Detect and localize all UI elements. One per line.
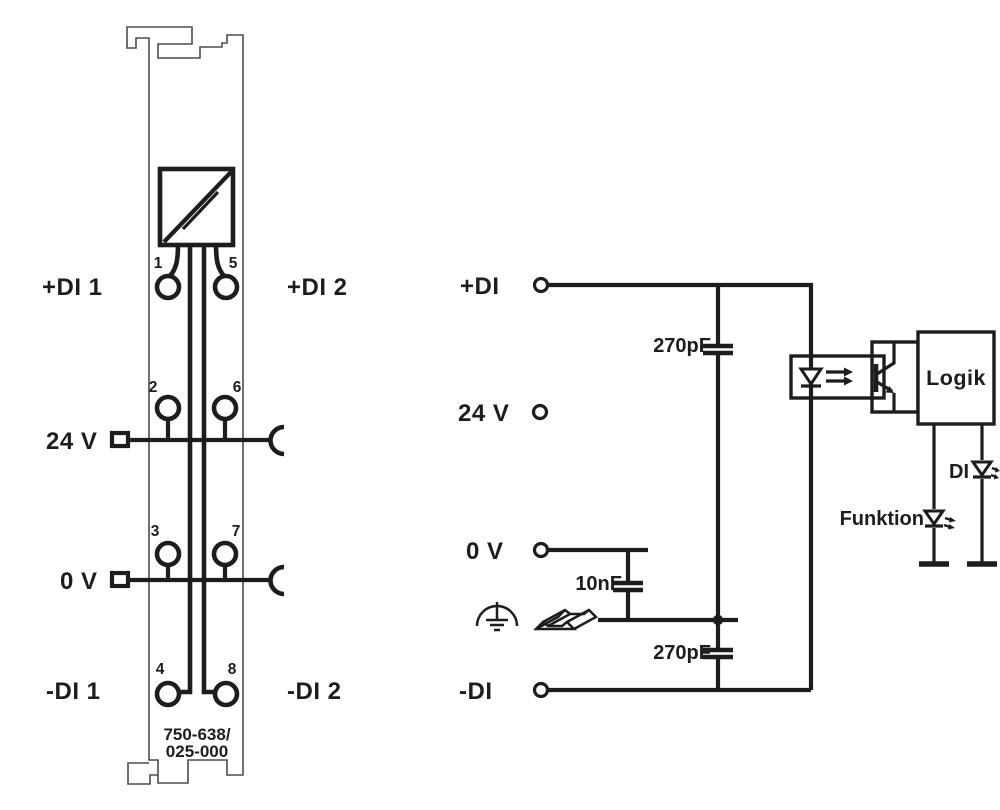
label-minus-di1: -DI 1: [46, 678, 101, 705]
terminal-1: [154, 273, 182, 301]
junction-dot: [712, 614, 724, 626]
terminal-8: [212, 680, 240, 708]
terminal-5: [212, 273, 240, 301]
capacitor-270pf-top: [703, 287, 733, 618]
bus-right-to-terminal-8: [201, 245, 215, 695]
optocoupler: [789, 340, 920, 414]
terminal-0v: [532, 541, 550, 559]
part-number-line1: 750-638/: [163, 725, 230, 744]
io-module-drawing: 1 5 2 6 3 7 4 8 +DI 1 24 V 0 V -DI 1 +DI…: [42, 26, 348, 785]
label-0v-module: 0 V: [60, 568, 98, 595]
logic-block: [916, 330, 996, 426]
label-plus-di1: +DI 1: [42, 274, 103, 301]
terminal-minus-di: [532, 681, 550, 699]
terminal-4: [154, 680, 182, 708]
functional-earth-icon: [475, 602, 519, 632]
terminal-24v: [531, 403, 549, 421]
label-270pf-top: 270pF: [653, 335, 711, 357]
label-10nf: 10nF: [575, 573, 622, 595]
wire-plus-di: [548, 282, 814, 690]
phototransistor: [873, 342, 896, 412]
cage-clamp-24v: [109, 430, 131, 449]
terminal-number-5: 5: [229, 255, 238, 272]
capacitor-10nf: [613, 550, 643, 620]
label-funktion-led: Funktion: [840, 508, 924, 530]
label-di-led: DI: [949, 461, 969, 483]
optocoupler-box: [789, 354, 886, 400]
label-0v: 0 V: [466, 538, 504, 565]
bus-left-to-terminal-4: [179, 245, 193, 695]
terminal-7: [211, 540, 239, 568]
part-number-line2: 025-000: [166, 742, 228, 761]
terminal-number-1: 1: [154, 255, 163, 272]
terminal-number-4: 4: [156, 661, 165, 678]
funktion-led-icon: [922, 509, 956, 530]
label-plus-di2: +DI 2: [287, 274, 348, 301]
terminal-number-6: 6: [233, 379, 242, 396]
terminal-plus-di: [532, 276, 550, 294]
label-plus-di: +DI: [460, 273, 500, 300]
wiring-schematic: Logik +DI 24 V 0 V -DI 270pF: [458, 273, 1000, 705]
terminal-number-3: 3: [151, 523, 160, 540]
terminal-number-8: 8: [228, 661, 237, 678]
terminal-number-7: 7: [232, 523, 241, 540]
label-24v-module: 24 V: [46, 428, 97, 455]
di-led-icon: [970, 460, 1000, 480]
jumper-contact-0v: [268, 564, 285, 597]
terminal-6: [211, 394, 239, 422]
logic-block-label: Logik: [926, 366, 986, 390]
label-minus-di2: -DI 2: [287, 678, 342, 705]
wire-square-to-terminal-1: [168, 244, 181, 278]
din-rail-icon: [532, 608, 599, 631]
terminal-number-2: 2: [149, 379, 158, 396]
cage-clamp-0v: [109, 570, 131, 589]
module-outline: [126, 26, 244, 784]
label-24v: 24 V: [458, 400, 509, 427]
data-contact-diagonal-1: [162, 170, 233, 244]
light-arrows-icon: [826, 367, 853, 386]
label-270pf-bottom: 270pF: [653, 642, 711, 664]
module-bottom-claw: [127, 762, 158, 785]
terminal-3: [154, 540, 182, 568]
label-minus-di: -DI: [459, 678, 493, 705]
optocoupler-led: [798, 367, 824, 388]
data-contact-diagonal-2: [181, 190, 220, 231]
data-contact-symbol: [157, 166, 236, 248]
terminal-2: [154, 394, 182, 422]
capacitor-270pf-bottom: [703, 622, 733, 688]
jumper-contact-24v: [268, 424, 285, 457]
wire-square-to-terminal-5: [213, 244, 226, 278]
